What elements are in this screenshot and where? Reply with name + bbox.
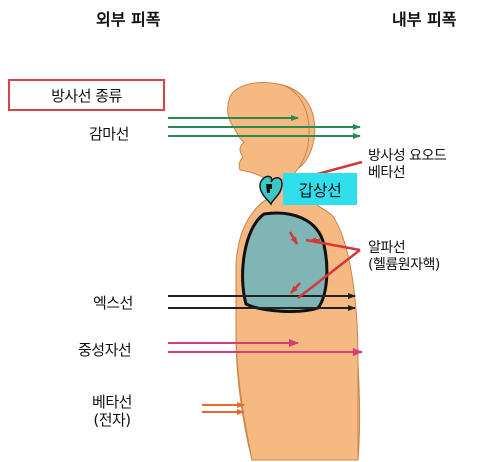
alpha-label: 알파선 (헬륨원자핵) [368,240,440,274]
head-shape [228,82,310,183]
radiation-type-label: 방사선 종류 [51,85,122,106]
iodine-line2: 베타선 [368,165,446,182]
thyroid-label: 갑상선 [299,177,342,201]
iodine-line1: 방사성 요오드 [368,148,446,165]
xray-label: 엑스선 [93,294,133,312]
iodine-label: 방사성 요오드 베타선 [368,148,446,182]
beta-external-line1: 베타선 [84,393,140,411]
alpha-arrow-2 [309,240,320,241]
neutron-label: 중성자선 [78,341,131,359]
radiation-type-box: 방사선 종류 [8,79,165,111]
gamma-label: 감마선 [89,125,129,143]
beta-external-line2: (전자) [84,411,140,429]
alpha-line2: (헬륨원자핵) [368,257,440,274]
alpha-line1: 알파선 [368,240,440,257]
thyroid-label-box: 갑상선 [283,173,357,205]
internal-exposure-header: 내부 피폭 [392,10,456,29]
beta-external-label: 베타선 (전자) [84,393,140,429]
external-exposure-header: 외부 피폭 [96,10,160,29]
